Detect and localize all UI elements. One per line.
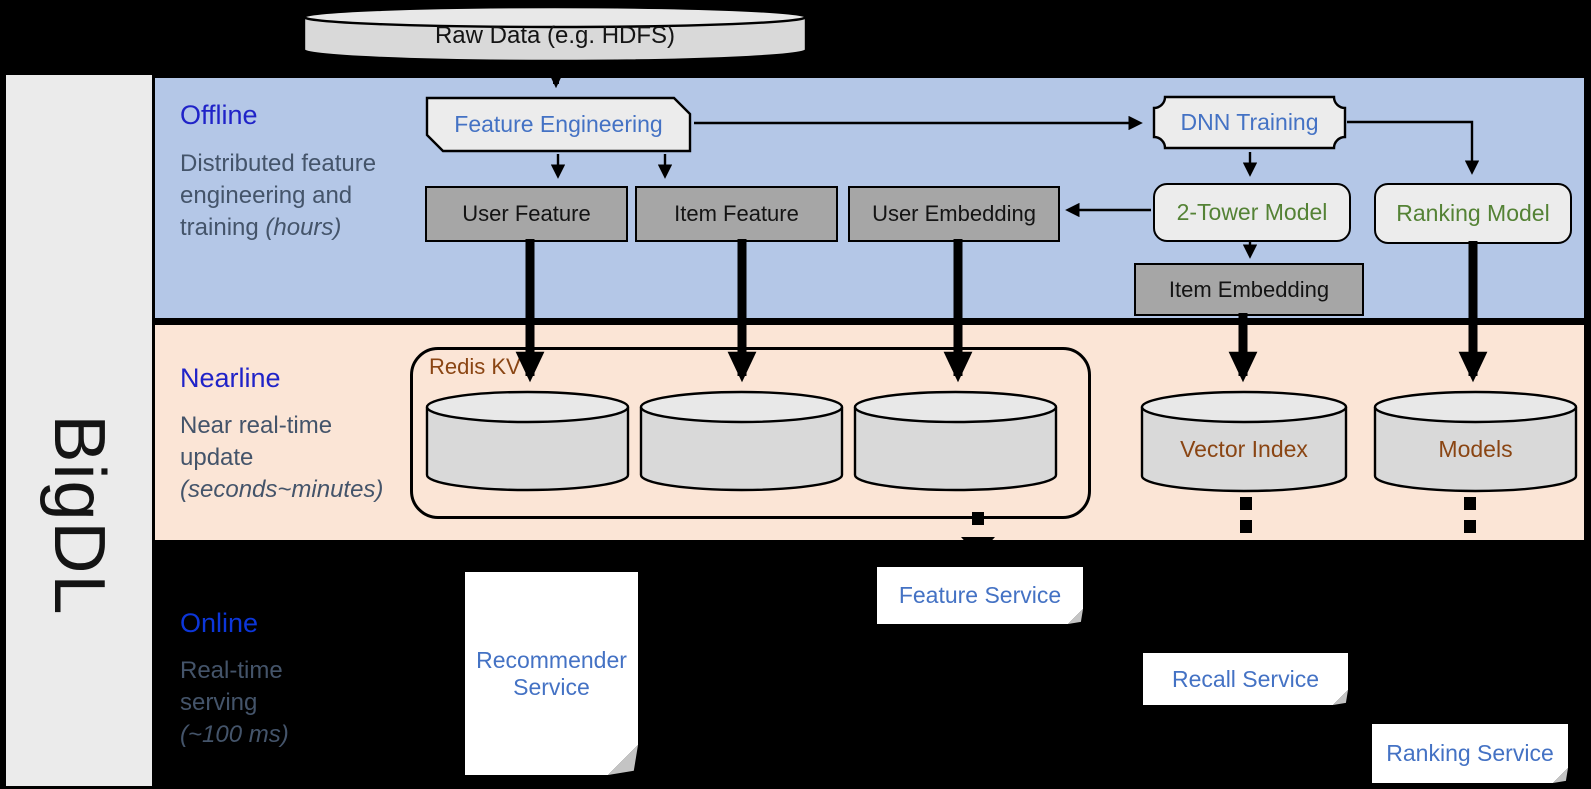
offline-section-description: Distributed feature engineering and trai…: [180, 148, 390, 244]
cylinder-shape-icon: [1373, 390, 1578, 493]
recommender-service-label: Recommender Service: [476, 646, 627, 700]
redis-cylinder-1: [425, 390, 630, 492]
raw-data-label: Raw Data (e.g. HDFS): [434, 22, 676, 49]
vector-index-cylinder: Vector Index: [1140, 390, 1348, 494]
ranking-service-node: Ranking Service: [1372, 724, 1568, 783]
recommender-service-node: Recommender Service: [465, 572, 638, 775]
redis-cylinder-3: [853, 390, 1058, 492]
cylinder-shape-icon: [302, 5, 808, 63]
document-shape-icon: [1372, 724, 1568, 783]
document-shape-icon: [465, 572, 638, 775]
offline-description-note: (hours): [265, 214, 342, 242]
online-section-description: Real-time serving (~100 ms): [180, 655, 315, 751]
redis-kv-container: Redis KV: [410, 347, 1091, 519]
recall-service-node: Recall Service: [1143, 653, 1348, 705]
nearline-description-note: (seconds~minutes): [180, 476, 384, 504]
two-tower-model-node: 2-Tower Model: [1153, 183, 1351, 242]
online-section-title: Online: [180, 608, 259, 638]
item-feature-label: Item Feature: [674, 201, 799, 226]
recall-service-label: Recall Service: [1172, 665, 1319, 692]
raw-data-cylinder: Raw Data (e.g. HDFS): [302, 5, 808, 63]
offline-description-text: Distributed feature engineering and trai…: [180, 150, 377, 242]
redis-kv-label: Redis KV: [429, 354, 521, 379]
user-feature-label: User Feature: [462, 201, 591, 226]
item-embedding-label: Item Embedding: [1168, 276, 1330, 302]
nearline-section-description: Near real-time update (seconds~minutes): [180, 410, 410, 506]
ranking-service-label: Ranking Service: [1386, 740, 1554, 766]
feature-service-node: Feature Service: [877, 567, 1083, 624]
offline-section-title: Offline: [180, 100, 258, 130]
item-feature-node: Item Feature: [635, 186, 838, 242]
vector-index-label: Vector Index: [1180, 435, 1308, 462]
ranking-model-label: Ranking Model: [1396, 200, 1550, 226]
feature-service-label: Feature Service: [898, 582, 1062, 608]
feature-engineering-label: Feature Engineering: [454, 111, 663, 137]
snip-corner-shape-icon: [425, 96, 692, 153]
document-shape-icon: [1143, 653, 1348, 705]
online-description-text: Real-time serving: [180, 657, 283, 717]
dnn-training-node: DNN Training: [1152, 95, 1347, 150]
cylinder-shape-icon: [853, 390, 1058, 492]
bigdl-logo-text: BigDL: [39, 414, 119, 616]
cylinder-shape-icon: [639, 390, 844, 492]
user-embedding-node: User Embedding: [848, 186, 1060, 242]
cylinder-shape-icon: [1140, 390, 1348, 493]
ranking-model-node: Ranking Model: [1374, 183, 1572, 244]
models-label: Models: [1438, 435, 1513, 462]
redis-cylinder-2: [639, 390, 844, 492]
dnn-training-label: DNN Training: [1180, 109, 1319, 135]
feature-engineering-node: Feature Engineering: [425, 96, 692, 153]
cylinder-shape-icon: [425, 390, 630, 492]
two-tower-model-label: 2-Tower Model: [1176, 199, 1328, 225]
document-shape-icon: [877, 567, 1083, 624]
online-description-note: (~100 ms): [180, 721, 289, 749]
models-cylinder: Models: [1373, 390, 1578, 494]
item-embedding-node: Item Embedding: [1134, 263, 1364, 316]
user-embedding-label: User Embedding: [872, 201, 1036, 226]
nearline-section-title: Nearline: [180, 363, 281, 393]
plaque-shape-icon: [1152, 95, 1347, 150]
bigdl-sidebar: BigDL: [6, 75, 152, 786]
user-feature-node: User Feature: [425, 186, 628, 242]
nearline-description-text: Near real-time update: [180, 412, 333, 472]
